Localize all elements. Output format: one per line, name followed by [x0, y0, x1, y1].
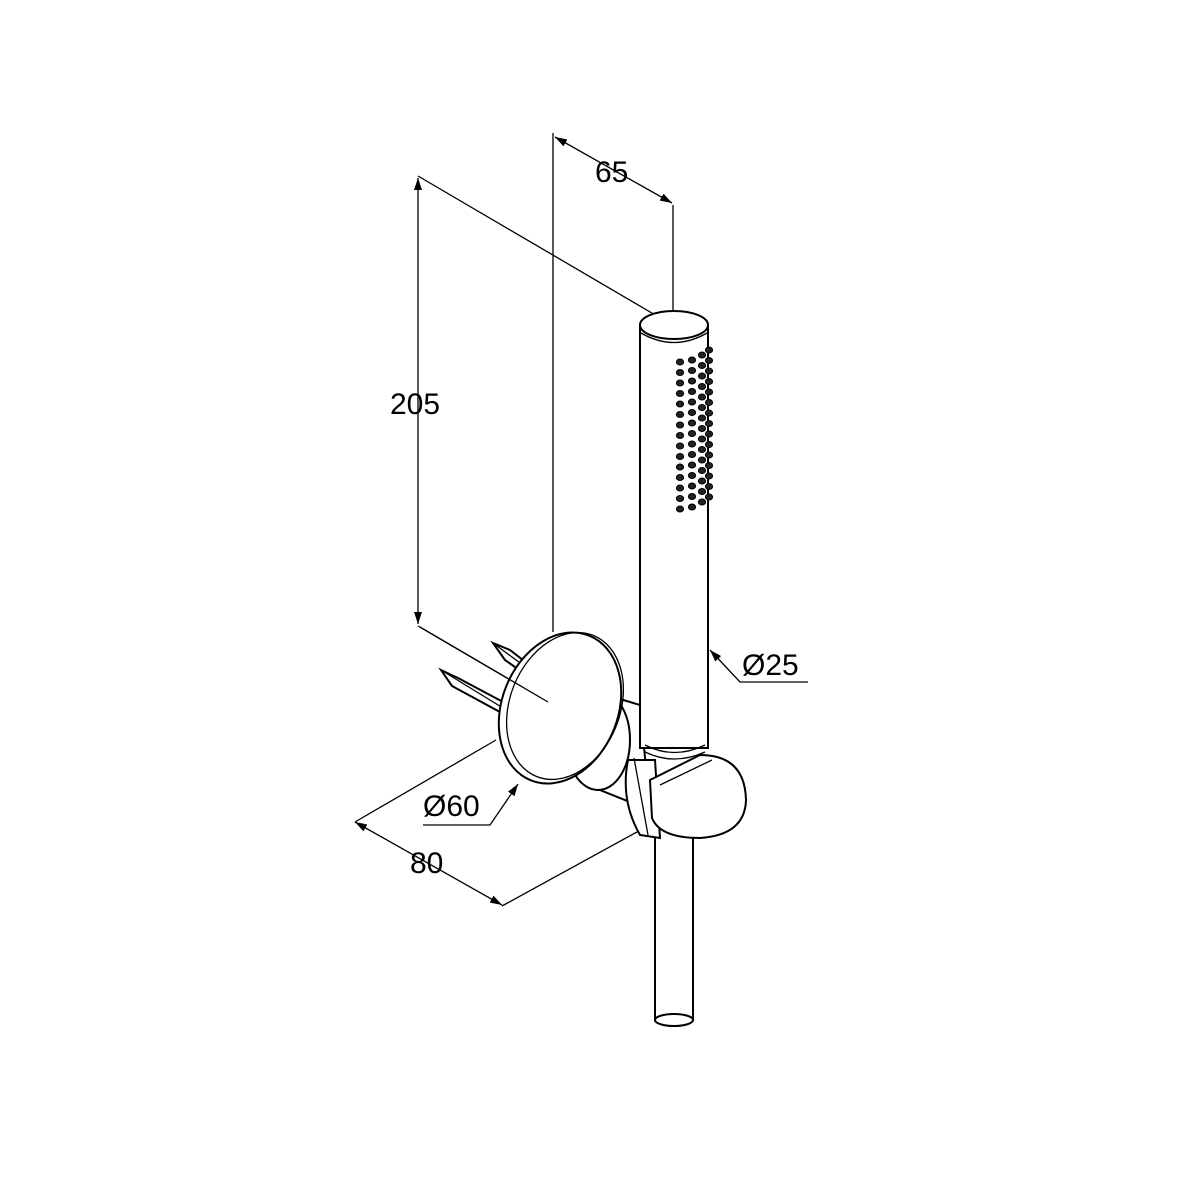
nozzle-dot — [687, 388, 697, 395]
nozzle-dot — [675, 442, 685, 450]
nozzle-dot — [687, 482, 697, 490]
nozzle-dot — [697, 435, 707, 443]
nozzle-dot — [687, 419, 697, 427]
dimension-label: 205 — [390, 388, 440, 421]
hand-shower — [639, 310, 714, 760]
nozzle-dot — [704, 472, 714, 480]
nozzle-dot — [704, 462, 714, 469]
nozzle-dot — [675, 379, 685, 387]
nozzle-dot — [675, 400, 685, 408]
nozzle-dot — [697, 477, 707, 485]
nozzle-dot — [697, 446, 707, 453]
nozzle-dot — [675, 432, 685, 439]
nozzle-dot — [704, 441, 714, 448]
dimension-diameter-25: Ø25 — [709, 649, 808, 683]
nozzle-dot — [704, 420, 714, 427]
nozzle-dot — [697, 351, 707, 359]
dimension-label: 80 — [410, 847, 443, 880]
nozzle-dot — [697, 393, 707, 401]
nozzle-dot — [687, 356, 697, 364]
nozzle-dot — [704, 451, 714, 459]
nozzle-dot — [697, 372, 707, 380]
nozzle-dot — [697, 404, 707, 411]
hose — [654, 819, 694, 1027]
dimension-diameter-60: Ø60 — [423, 783, 519, 826]
nozzle-dot — [687, 377, 697, 385]
nozzle-dot — [687, 472, 697, 479]
nozzle-dot — [697, 488, 707, 495]
nozzle-dot — [697, 425, 707, 432]
dimension-65: 65 — [554, 136, 673, 204]
nozzle-dot — [675, 484, 685, 492]
nozzle-dot — [704, 357, 714, 364]
dimension-label: 65 — [595, 156, 628, 189]
dimension-205: 205 — [390, 178, 440, 624]
nozzle-dot — [704, 346, 714, 354]
nozzle-dot — [697, 383, 707, 390]
nozzle-dot — [687, 430, 697, 437]
nozzle-dot — [687, 451, 697, 458]
nozzle-dot — [687, 398, 697, 406]
nozzle-dot — [675, 421, 685, 429]
wall-plate — [419, 626, 625, 785]
nozzle-dot — [697, 414, 707, 422]
nozzle-dot — [675, 505, 685, 513]
dimension-80: 80 — [354, 821, 503, 906]
nozzle-dot — [675, 358, 685, 366]
nozzle-dot — [697, 456, 707, 464]
nozzle-dot — [687, 367, 697, 374]
shower-holder — [624, 753, 748, 840]
nozzle-dot — [675, 463, 685, 471]
nozzle-dot — [697, 498, 707, 506]
nozzle-dot — [687, 461, 697, 469]
nozzle-dot — [675, 390, 685, 397]
nozzle-dot — [704, 367, 714, 375]
nozzle-dot — [675, 474, 685, 481]
nozzle-dot — [687, 503, 697, 511]
nozzle-dot — [687, 440, 697, 448]
nozzle-dot — [697, 362, 707, 369]
spray-nozzles — [675, 346, 714, 513]
nozzle-dot — [704, 399, 714, 406]
nozzle-dot — [675, 411, 685, 418]
nozzle-dot — [687, 493, 697, 500]
dimension-label: Ø25 — [742, 649, 799, 682]
nozzle-dot — [687, 409, 697, 416]
nozzle-dot — [704, 409, 714, 417]
nozzle-dot — [704, 388, 714, 396]
nozzle-dot — [675, 369, 685, 376]
nozzle-dot — [697, 467, 707, 474]
nozzle-dot — [704, 378, 714, 385]
nozzle-dot — [675, 495, 685, 502]
dimension-label: Ø60 — [423, 790, 480, 823]
nozzle-dot — [704, 430, 714, 438]
nozzle-dot — [704, 493, 714, 501]
nozzle-dot — [704, 483, 714, 490]
nozzle-dot — [675, 453, 685, 460]
